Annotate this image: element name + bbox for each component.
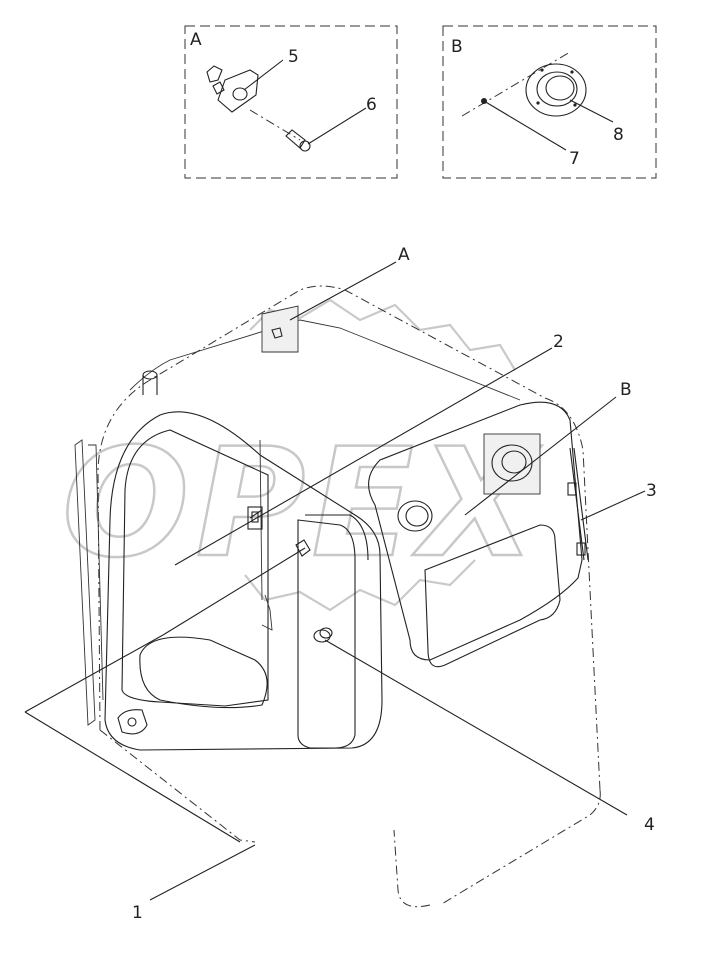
socket-part-4	[313, 627, 333, 643]
detail-box-b: B 8 7	[442, 25, 657, 179]
watermark-text: OPEX	[62, 417, 542, 591]
lamp-housing-part	[206, 59, 284, 113]
cab-body	[74, 285, 601, 908]
callout-detail-b: B	[620, 380, 632, 400]
callout-3: 3	[646, 481, 657, 501]
callout-6: 6	[366, 95, 377, 115]
clip-part	[295, 539, 311, 557]
antenna-part-3	[567, 447, 589, 561]
detail-a-frame	[184, 25, 398, 179]
callout-1: 1	[132, 903, 143, 923]
callout-8: 8	[613, 125, 624, 145]
detail-box-a: A 5 6	[184, 25, 398, 179]
bulb-part	[249, 107, 367, 152]
leaders	[24, 261, 646, 901]
detail-a-title: A	[190, 30, 202, 50]
opex-watermark: OPEX	[61, 298, 542, 612]
callout-7: 7	[569, 149, 580, 169]
cab-detail-a	[261, 305, 299, 353]
detail-b-frame	[442, 25, 657, 179]
grommet-part	[525, 63, 587, 117]
callout-2: 2	[553, 332, 564, 352]
detail-b-title: B	[451, 37, 463, 57]
callout-5: 5	[288, 47, 299, 67]
callout-detail-a: A	[398, 245, 410, 265]
callout-4: 4	[644, 815, 655, 835]
